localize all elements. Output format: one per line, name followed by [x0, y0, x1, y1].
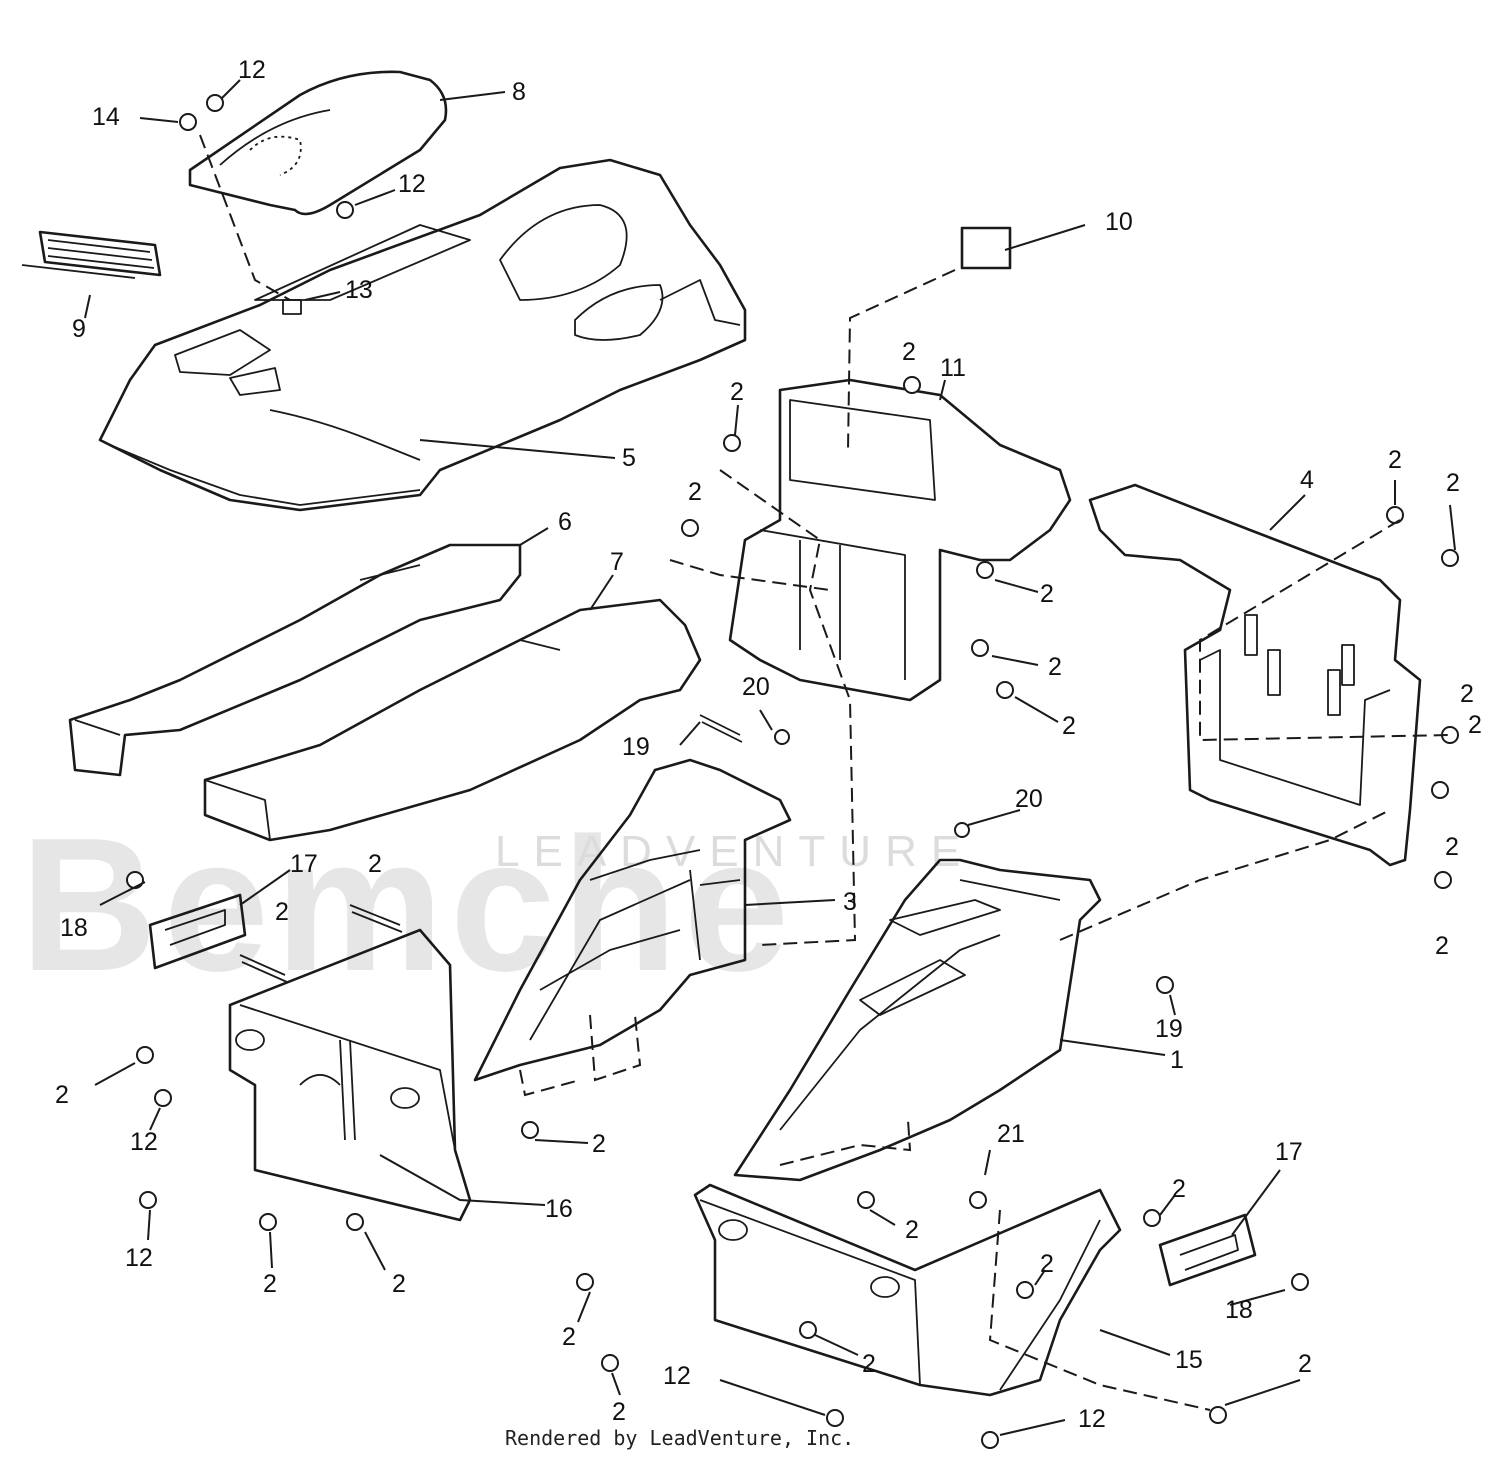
callout-2: 2: [55, 1081, 69, 1109]
leader-lines: [84, 79, 1456, 1436]
part-3-side-panel: [473, 758, 792, 1082]
callout-2: 2: [1388, 446, 1402, 474]
callout-15: 15: [1175, 1346, 1203, 1374]
part-5-hood: [98, 158, 747, 512]
watermark-subtext: LEADVENTURE: [495, 827, 974, 876]
alignment-lines: [199, 134, 1451, 1411]
watermark: Bemche LEADVENTURE: [20, 799, 974, 1011]
callout-2: 2: [1435, 932, 1449, 960]
callout-2: 2: [1445, 833, 1459, 861]
part-2-springs: [239, 904, 403, 983]
callout-2: 2: [688, 478, 702, 506]
callout-3: 3: [843, 888, 857, 916]
callout-labels: 12 14 8 12 9 13 5 10 2 11 2 2 6 7 2 2 2 …: [55, 56, 1482, 1433]
callout-7: 7: [610, 548, 624, 576]
callout-18: 18: [1225, 1296, 1253, 1324]
callout-9: 9: [72, 315, 86, 343]
callout-2: 2: [905, 1216, 919, 1244]
callout-11: 11: [940, 354, 966, 382]
callout-21: 21: [997, 1120, 1025, 1148]
part-17-bracket-right: [1158, 1213, 1257, 1287]
callout-12: 12: [125, 1244, 153, 1272]
callout-8: 8: [512, 78, 526, 106]
callout-6: 6: [558, 508, 572, 536]
callout-20: 20: [742, 673, 770, 701]
callout-13: 13: [345, 276, 373, 304]
callout-2: 2: [263, 1270, 277, 1298]
callout-19: 19: [622, 733, 650, 761]
part-11-bracket: [728, 378, 1072, 702]
part-19-spring: [699, 714, 743, 743]
callout-2: 2: [1468, 711, 1482, 739]
callout-4: 4: [1300, 466, 1314, 494]
callout-1: 1: [1170, 1046, 1184, 1074]
part-16-lower-panel: [228, 928, 472, 1222]
callout-19: 19: [1155, 1015, 1183, 1043]
render-credit: Rendered by LeadVenture, Inc.: [505, 1426, 854, 1450]
part-9-grille: [21, 230, 162, 279]
callout-2: 2: [1040, 1250, 1054, 1278]
callout-2: 2: [862, 1350, 876, 1378]
callout-2: 2: [392, 1270, 406, 1298]
callout-17: 17: [1275, 1138, 1303, 1166]
part-1-side-panel: [733, 858, 1102, 1182]
callout-2: 2: [592, 1130, 606, 1158]
callout-20: 20: [1015, 785, 1043, 813]
fasteners: [126, 94, 1459, 1449]
part-7-panel: [203, 598, 702, 842]
part-17-bracket-left: [148, 893, 247, 970]
part-6-panel: [68, 543, 522, 777]
part-13-latch: [282, 299, 302, 315]
watermark-brand: Bemche: [20, 799, 795, 1011]
callout-16: 16: [545, 1195, 573, 1223]
callout-12: 12: [1078, 1405, 1106, 1433]
part-15-lower-panel: [693, 1183, 1122, 1397]
callout-2: 2: [1172, 1175, 1186, 1203]
callout-12: 12: [663, 1362, 691, 1390]
callout-2: 2: [612, 1398, 626, 1426]
callout-2: 2: [368, 850, 382, 878]
callout-2: 2: [1048, 653, 1062, 681]
callout-14: 14: [92, 103, 120, 131]
callout-2: 2: [562, 1323, 576, 1351]
callout-2: 2: [730, 378, 744, 406]
callout-2: 2: [1062, 712, 1076, 740]
callout-2: 2: [902, 338, 916, 366]
callout-18: 18: [60, 914, 88, 942]
part-10-decal: [960, 226, 1012, 270]
callout-2: 2: [1460, 680, 1474, 708]
callout-12: 12: [238, 56, 266, 84]
callout-12: 12: [130, 1128, 158, 1156]
callout-12: 12: [398, 170, 426, 198]
callout-2: 2: [1040, 580, 1054, 608]
callout-5: 5: [622, 444, 636, 472]
callout-10: 10: [1105, 208, 1133, 236]
callout-17: 17: [290, 850, 318, 878]
callout-2: 2: [275, 898, 289, 926]
callout-2: 2: [1446, 469, 1460, 497]
part-8-panel: [188, 70, 448, 216]
callout-2: 2: [1298, 1350, 1312, 1378]
part-4-frame: [1088, 483, 1422, 867]
